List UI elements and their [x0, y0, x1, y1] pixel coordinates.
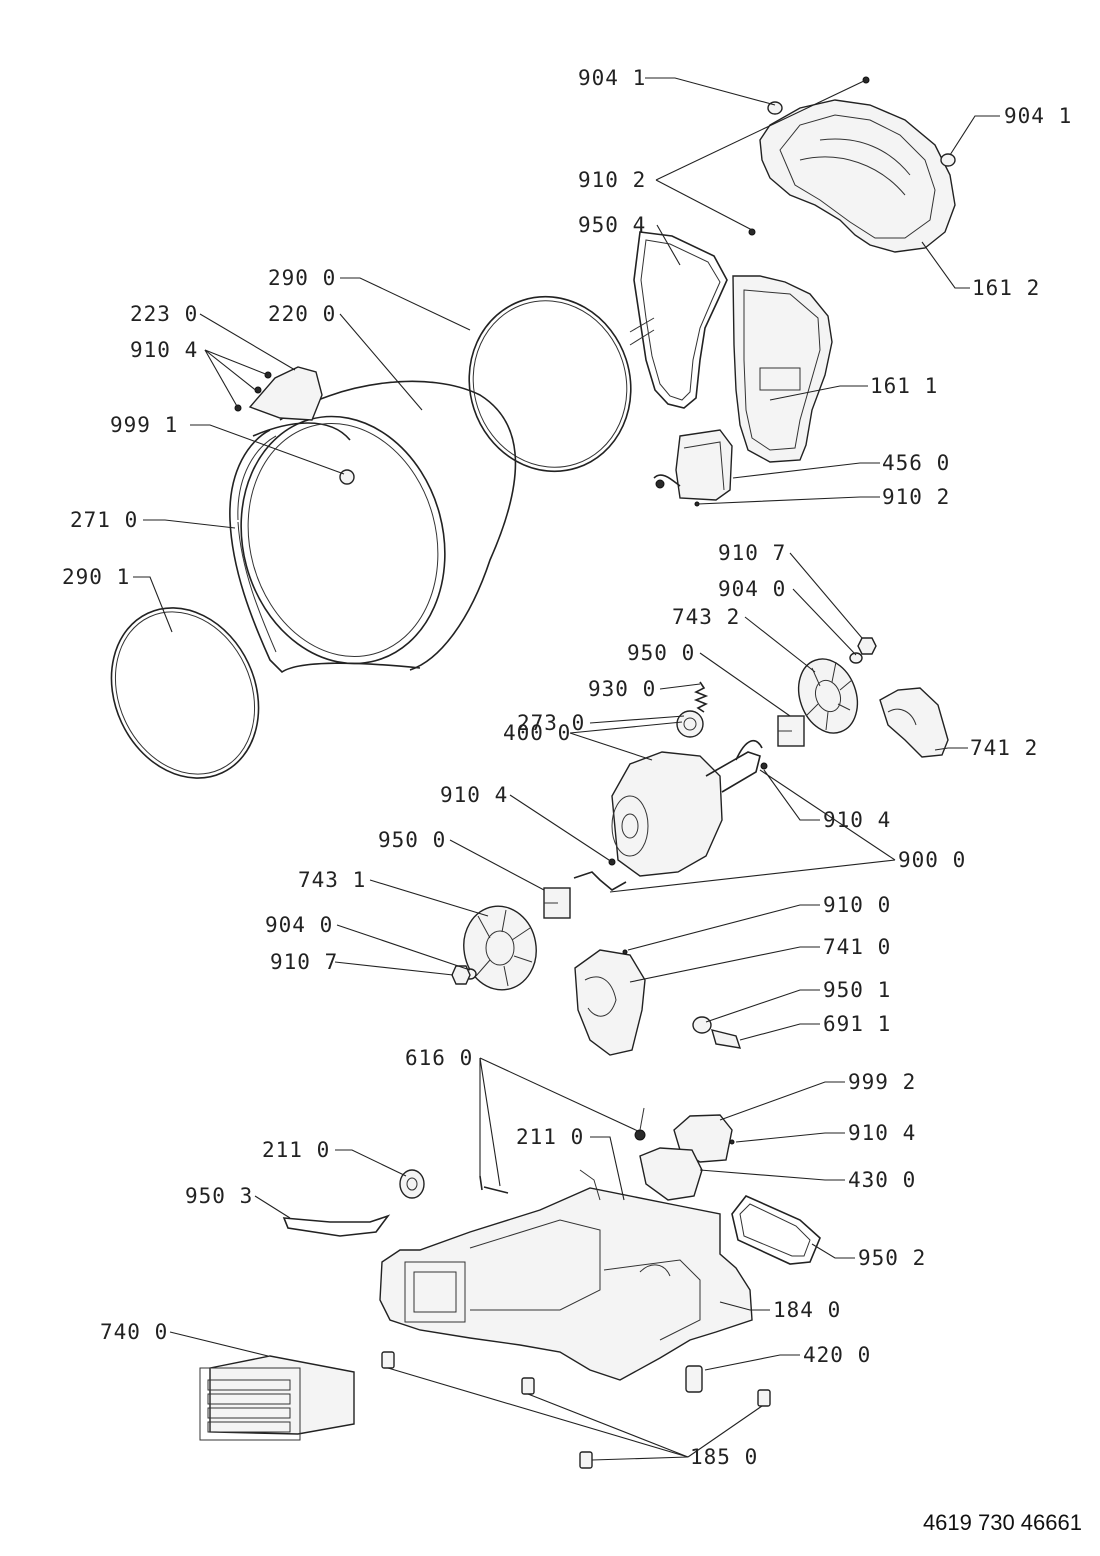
gasket-950-2	[731, 1195, 821, 1265]
belt-271-0	[229, 429, 421, 674]
seal-290-0	[468, 295, 632, 473]
sensor-691-1	[710, 1029, 742, 1049]
foot-420-0	[685, 1365, 703, 1393]
label-950-2: 950 2	[858, 1246, 926, 1270]
fan-housing-741-2	[879, 687, 949, 758]
drum-220-0	[240, 380, 517, 671]
sensor-456-0	[653, 429, 733, 507]
label-741-2: 741 2	[970, 736, 1038, 760]
clamp-900-0	[573, 871, 627, 891]
label-290-0: 290 0	[268, 266, 336, 290]
label-900-0: 900 0	[898, 848, 966, 872]
label-220-0: 220 0	[268, 302, 336, 326]
label-743-1: 743 1	[298, 868, 366, 892]
label-420-0: 420 0	[803, 1343, 871, 1367]
label-185-0: 185 0	[690, 1445, 758, 1469]
motor-400-0	[608, 739, 768, 877]
label-950-3: 950 3	[185, 1184, 253, 1208]
fan-743-2	[797, 658, 859, 734]
label-950-1: 950 1	[823, 978, 891, 1002]
part-labels: 904 1 904 1 910 2 950 4 161 2 290 0 223 …	[62, 66, 1072, 1469]
rear-filter-cover-161-2	[759, 99, 956, 253]
plug-999-1	[339, 469, 355, 485]
fan-housing-741-0	[574, 949, 646, 1056]
gasket-950-4	[629, 231, 728, 409]
label-910-2-mid: 910 2	[882, 485, 950, 509]
label-950-0-left: 950 0	[378, 828, 446, 852]
label-910-4-c: 910 4	[823, 808, 891, 832]
document-number: 4619 730 46661	[922, 1510, 1082, 1535]
plug-904-1-right	[940, 153, 956, 167]
label-910-4-d: 910 4	[848, 1121, 916, 1145]
label-743-2: 743 2	[672, 605, 740, 629]
label-211-0-mid: 211 0	[516, 1125, 584, 1149]
label-741-0: 741 0	[823, 935, 891, 959]
washer-904-0-right	[849, 652, 863, 664]
seal-290-1	[110, 607, 260, 779]
nut-910-7-right	[857, 637, 877, 655]
plug-904-1-top	[767, 101, 783, 115]
pulley-273-0	[676, 710, 704, 738]
label-184-0: 184 0	[773, 1298, 841, 1322]
label-691-1: 691 1	[823, 1012, 891, 1036]
leader-lines	[133, 77, 1000, 1461]
part-drawings	[110, 76, 956, 1469]
label-904-1-top: 904 1	[578, 66, 646, 90]
label-999-1: 999 1	[110, 413, 178, 437]
label-904-0-right: 904 0	[718, 577, 786, 601]
spring-930-0	[693, 681, 709, 713]
label-930-0: 930 0	[588, 677, 656, 701]
label-290-1: 290 1	[62, 565, 130, 589]
label-740-0: 740 0	[100, 1320, 168, 1344]
label-910-4-b: 910 4	[440, 783, 508, 807]
gasket-950-3	[282, 1214, 391, 1237]
label-456-0: 456 0	[882, 451, 950, 475]
label-161-1: 161 1	[870, 374, 938, 398]
label-904-1-right: 904 1	[1004, 104, 1072, 128]
filter-740-0	[199, 1355, 355, 1441]
label-211-0-left: 211 0	[262, 1138, 330, 1162]
label-430-0: 430 0	[848, 1168, 916, 1192]
label-400-0: 400 0	[503, 721, 571, 745]
bracket-223-0	[234, 366, 323, 421]
base-184-0	[379, 1169, 753, 1381]
screw-910-0	[622, 949, 628, 955]
label-271-0: 271 0	[70, 508, 138, 532]
label-910-0: 910 0	[823, 893, 891, 917]
feet-185-0	[381, 1351, 771, 1469]
label-616-0: 616 0	[405, 1046, 473, 1070]
grommet-950-1	[692, 1016, 712, 1034]
label-910-7-left: 910 7	[270, 950, 338, 974]
module-430-0	[639, 1147, 703, 1201]
roller-211-0-left	[399, 1169, 425, 1199]
label-273-0: 273 0	[517, 711, 585, 735]
screw-910-2-b	[748, 228, 756, 236]
label-950-4: 950 4	[578, 213, 646, 237]
label-910-4-a: 910 4	[130, 338, 198, 362]
label-161-2: 161 2	[972, 276, 1040, 300]
label-904-0-left: 904 0	[265, 913, 333, 937]
label-999-2: 999 2	[848, 1070, 916, 1094]
label-950-0-right: 950 0	[627, 641, 695, 665]
label-910-7-right: 910 7	[718, 541, 786, 565]
rear-duct-161-1	[732, 275, 833, 463]
label-910-2-top: 910 2	[578, 168, 646, 192]
fan-743-1	[463, 905, 537, 991]
label-223-0: 223 0	[130, 302, 198, 326]
